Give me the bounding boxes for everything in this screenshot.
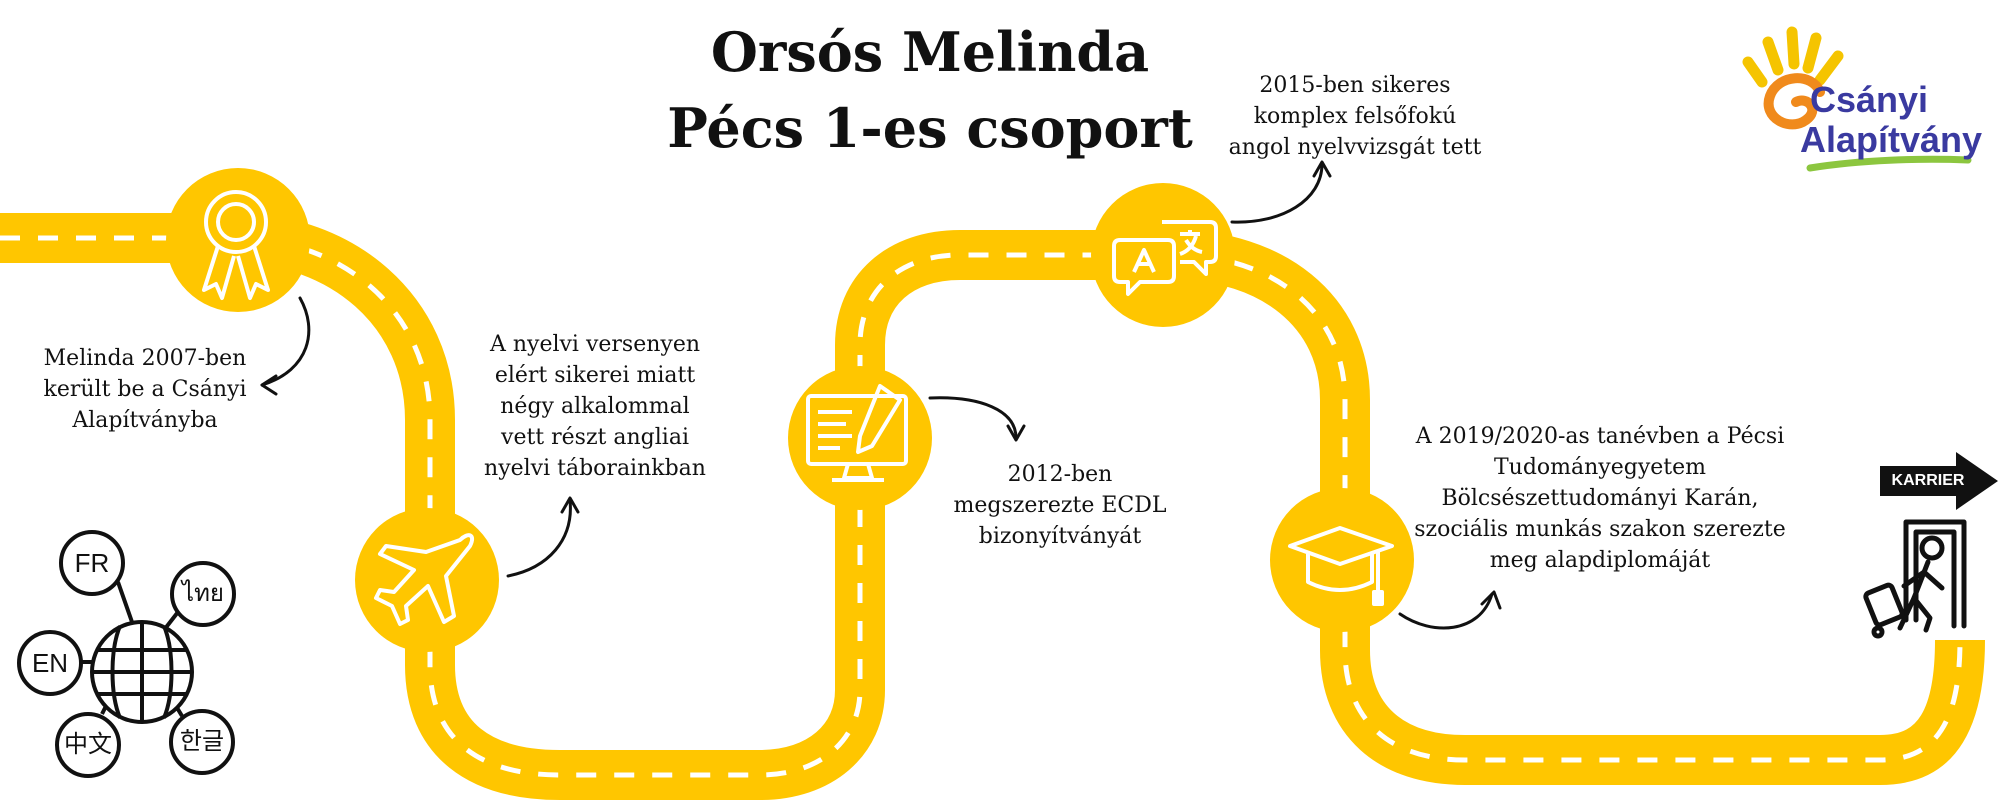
- milestone-award: [166, 168, 310, 312]
- caption-line: komplex felsőfokú: [1253, 104, 1457, 129]
- career-sign: [1880, 452, 1998, 510]
- milestone-graduation: [1270, 488, 1414, 632]
- milestone-airplane: [355, 508, 499, 652]
- arrow-right-icon: [1880, 452, 1998, 510]
- caption-line: angol nyelvvizsgát tett: [1228, 135, 1482, 160]
- caption-line: Bölcsészettudományi Karán,: [1441, 486, 1759, 511]
- swirl-icon: [1763, 73, 1825, 130]
- arrow-2: [506, 498, 572, 578]
- caption-line: megszerezte ECDL: [953, 493, 1167, 518]
- caption-line: 2015-ben sikeres: [1259, 73, 1451, 98]
- title-line-1: Orsós Melinda: [710, 20, 1150, 84]
- caption-arrows: [260, 160, 1502, 630]
- arrow-3: [928, 396, 1018, 440]
- sun-rays-icon: [1742, 26, 1844, 88]
- caption-line: A 2019/2020-as tanévben a Pécsi: [1415, 424, 1785, 449]
- arrow-5: [1398, 592, 1494, 630]
- milestone-computer: [788, 366, 932, 510]
- logo: Csányi Alapítvány: [1800, 80, 1990, 160]
- milestone-caption-2: A nyelvi versenyen elért sikerei miatt n…: [460, 329, 730, 484]
- globe-languages-icon: [17, 530, 236, 778]
- caption-line: szociális munkás szakon szerezte: [1414, 517, 1786, 542]
- award-ribbon-icon: [202, 190, 270, 300]
- caption-line: 2012-ben: [1007, 462, 1113, 487]
- title-line-2: Pécs 1-es csoport: [667, 96, 1193, 160]
- graduation-cap-icon: [1288, 526, 1394, 606]
- caption-line: Alapítványba: [72, 408, 218, 433]
- lang-label-ko: 한글: [179, 728, 225, 755]
- caption-line: meg alapdiplomáját: [1489, 548, 1711, 573]
- caption-line: került be a Csányi: [43, 377, 247, 402]
- logo-mark: [1742, 26, 1972, 172]
- caption-line: négy alkalommal: [500, 394, 690, 419]
- person-with-luggage-door-icon: [1863, 519, 1967, 639]
- milestone-caption-4: 2015-ben sikeres komplex felsőfokú angol…: [1200, 70, 1510, 163]
- milestone-caption-1: Melinda 2007-ben került be a Csányi Alap…: [20, 343, 270, 436]
- milestone-translate: [1091, 183, 1235, 327]
- logo-line-2: Alapítvány: [1800, 119, 1983, 160]
- caption-line: bizonyítványát: [978, 524, 1142, 549]
- airplane-icon: [374, 533, 475, 626]
- logo-line-1: Csányi: [1810, 79, 1929, 120]
- translate-chat-icon: [1112, 220, 1218, 296]
- lang-label-zh: 中文: [64, 731, 112, 758]
- caption-line: elért sikerei miatt: [494, 363, 696, 388]
- caption-line: Tudományegyetem: [1493, 455, 1707, 480]
- caption-line: vett részt angliai: [501, 425, 689, 450]
- arrow-1: [260, 296, 311, 387]
- milestone-caption-5: A 2019/2020-as tanévben a Pécsi Tudomány…: [1385, 421, 1815, 576]
- page-title: Orsós Melinda Pécs 1-es csoport: [630, 14, 1230, 166]
- computer-certificate-icon: [806, 384, 908, 482]
- lang-label-fr: FR: [74, 548, 110, 578]
- road-dashes: [0, 235, 1963, 778]
- milestone-caption-3: 2012-ben megszerezte ECDL bizonyítványát: [925, 459, 1195, 552]
- lang-label-thai: ไทย: [182, 580, 224, 607]
- caption-line: A nyelvi versenyen: [489, 332, 701, 357]
- road: [0, 213, 1985, 800]
- caption-line: Melinda 2007-ben: [43, 346, 247, 371]
- karrier-label: KARRIER: [1891, 472, 1965, 489]
- arrow-4: [1230, 162, 1324, 224]
- lang-label-en: EN: [31, 648, 69, 678]
- caption-line: nyelvi táborainkban: [484, 456, 706, 481]
- green-underline: [1806, 155, 1972, 172]
